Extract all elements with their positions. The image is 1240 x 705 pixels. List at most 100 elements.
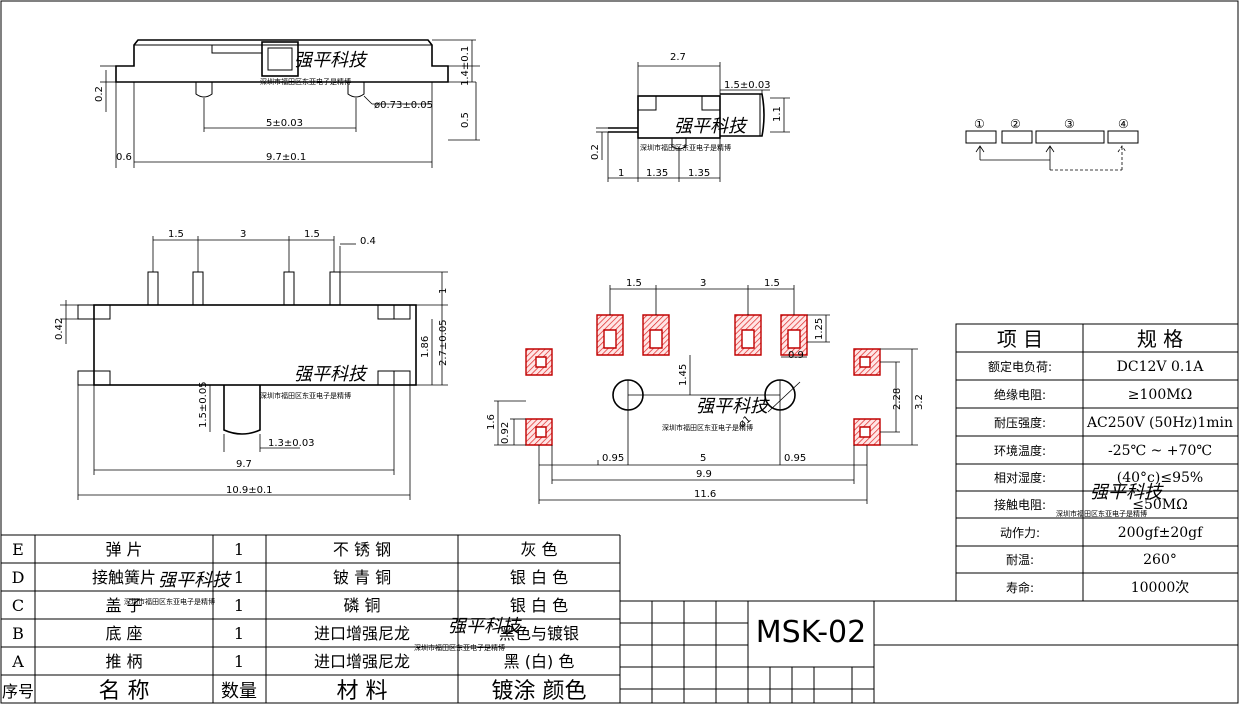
- pcb-dim-inner-h: 2.28: [892, 388, 903, 410]
- watermark: 强平科技 深圳市福田区东亚电子是精博: [260, 364, 368, 400]
- spec-label: 动作力:: [1000, 526, 1040, 540]
- spec-value: DC12V 0.1A: [1117, 359, 1205, 375]
- pcb-pad: [525, 348, 553, 376]
- watermark-tagline: 深圳市福田区东亚电子是精博: [260, 77, 351, 86]
- watermark-brand: 强平科技: [448, 616, 522, 637]
- pcb-pad: [780, 314, 808, 356]
- spec-table: 项 目 规 格 额定电负荷: DC12V 0.1A 绝缘电阻: ≥100MΩ 耐…: [955, 323, 1239, 602]
- top-dim-length: 9.7±0.1: [266, 152, 306, 163]
- top-dim-lead: 0.2: [94, 86, 105, 102]
- bom-row-material: 不 锈 钢: [333, 540, 391, 559]
- pcb-dim-edge-b: 0.95: [784, 453, 806, 464]
- bom-row-qty: 1: [234, 568, 244, 587]
- spec-label: 接触电阻:: [994, 497, 1046, 512]
- pcb-dim-pitch-c: 1.5: [764, 278, 780, 289]
- pcb-dim-edge-a: 0.95: [602, 453, 624, 464]
- side-dim-lead: 0.2: [590, 144, 601, 160]
- bom-row-finish: 灰 色: [520, 540, 557, 559]
- bom-row-finish: 黑 (白) 色: [504, 652, 575, 671]
- top-view: 1.4±0.1 0.2 0.5 ø0.73±0.05 5±0.03 0.6 9.…: [94, 39, 480, 168]
- spec-value: -25℃ ~ +70℃: [1108, 443, 1212, 459]
- front-dim-pitch-c: 1.5: [304, 229, 320, 240]
- pcb-pad: [525, 418, 553, 446]
- bom-row-id: A: [11, 652, 24, 671]
- bom-header-name: 名 称: [99, 679, 150, 704]
- top-dim-standoff: 0.5: [460, 112, 471, 128]
- watermark: 强平科技 深圳市福田区东亚电子是精博: [662, 396, 770, 432]
- spec-value: AC250V (50Hz)1min: [1086, 415, 1233, 431]
- pcb-pad: [734, 314, 762, 356]
- front-dim-pitch-b: 3: [240, 229, 246, 240]
- bom-row-name: 底 座: [105, 624, 142, 643]
- spec-header-value: 规 格: [1137, 327, 1183, 351]
- top-dim-post-dia: ø0.73±0.05: [374, 100, 433, 111]
- title-block: MSK-02: [619, 600, 1239, 704]
- bom-header-id: 序号: [2, 682, 34, 701]
- bom-row-qty: 1: [234, 624, 244, 643]
- watermarks: 强平科技 深圳市福田区东亚电子是精博 强平科技 深圳市福田区东亚电子是精博 强平…: [124, 50, 1164, 652]
- watermark-tagline: 深圳市福田区东亚电子是精博: [260, 391, 351, 400]
- bom-row-name: 接触簧片: [92, 568, 156, 587]
- spec-label: 耐压强度:: [994, 415, 1046, 430]
- pcb-layout: 1.5 3 1.5 1.25 0.9 1.45 2.28 3.2 ø1 1.6 …: [486, 278, 925, 504]
- bom-row-id: D: [12, 568, 25, 587]
- bom-row-finish: 银 白 色: [510, 568, 568, 587]
- pcb-dim-tab-h: 1.6: [486, 414, 497, 430]
- pad-group: [525, 314, 881, 446]
- front-dim-body-l: 9.7: [236, 459, 252, 470]
- part-number: MSK-02: [756, 615, 866, 650]
- bom-row-material: 进口增强尼龙: [314, 624, 410, 643]
- side-dim-actuator-h: 1.1: [772, 106, 783, 122]
- pcb-dim-hole-y: 1.45: [678, 364, 689, 386]
- front-view: 1.5 3 1.5 0.4 1 0.42 1.86 2.7±0.05 1.5±0…: [54, 229, 449, 500]
- bom-row-id: E: [12, 540, 24, 559]
- side-dim-pitch-a: 1.35: [646, 168, 668, 179]
- spec-value: 260°: [1143, 552, 1177, 568]
- front-dim-body-h: 2.7±0.05: [438, 319, 449, 366]
- bom-header-material: 材 料: [337, 679, 388, 704]
- watermark-brand: 强平科技: [674, 116, 748, 137]
- circuit-diagram: ① ② ③ ④: [965, 117, 1139, 171]
- watermark-tagline: 深圳市福田区东亚电子是精博: [662, 423, 753, 432]
- pcb-pad: [853, 418, 881, 446]
- bom-row-material: 磷 铜: [343, 596, 380, 615]
- watermark: 强平科技 深圳市福田区东亚电子是精博: [260, 50, 368, 86]
- spec-label: 额定电负荷:: [988, 359, 1052, 374]
- top-dim-height: 1.4±0.1: [460, 46, 471, 86]
- side-dim-actuator: 1.5±0.03: [724, 80, 771, 91]
- top-dim-edge: 0.6: [116, 152, 132, 163]
- spec-label: 耐温:: [1006, 553, 1034, 567]
- pcb-dim-inner-w: 9.9: [696, 469, 712, 480]
- spec-label: 寿命:: [1006, 580, 1034, 595]
- pcb-dim-pad-w: 0.9: [788, 350, 804, 361]
- bom-table: E 弹 片 1 不 锈 钢 灰 色 D 接触簧片 1 铍 青 铜 银 白 色 C…: [1, 534, 621, 704]
- pcb-dim-pitch-a: 1.5: [626, 278, 642, 289]
- bom-row-qty: 1: [234, 652, 244, 671]
- side-dim-width: 2.7: [670, 52, 686, 63]
- pcb-pad: [642, 314, 670, 356]
- watermark-tagline: 深圳市福田区东亚电子是精博: [414, 643, 505, 652]
- front-dim-pitch-a: 1.5: [168, 229, 184, 240]
- watermark-tagline: 深圳市福田区东亚电子是精博: [1056, 509, 1147, 518]
- bom-row-material: 进口增强尼龙: [314, 652, 410, 671]
- spec-value: 200gf±20gf: [1118, 525, 1204, 541]
- bom-header-qty: 数量: [221, 681, 257, 702]
- bom-row-finish: 黑色与镀银: [499, 624, 579, 643]
- circuit-pin-3: ③: [1064, 117, 1075, 131]
- spec-value: (40°c)≤95%: [1117, 470, 1203, 486]
- front-dim-inner: 1.86: [420, 336, 431, 358]
- watermark: 强平科技 深圳市福田区东亚电子是精博: [1056, 482, 1164, 518]
- watermark-brand: 强平科技: [1090, 482, 1164, 503]
- watermark: 强平科技 深圳市福田区东亚电子是精博: [640, 116, 748, 152]
- spec-label: 环境温度:: [994, 443, 1046, 458]
- watermark-brand: 强平科技: [158, 570, 232, 591]
- top-dim-post-pitch: 5±0.03: [266, 118, 303, 129]
- pcb-pad: [596, 314, 624, 356]
- bom-row-material: 铍 青 铜: [333, 568, 391, 587]
- front-dim-overall: 10.9±0.1: [226, 485, 273, 496]
- watermark: 强平科技 深圳市福田区东亚电子是精博: [414, 616, 522, 652]
- bom-row-qty: 1: [234, 596, 244, 615]
- side-dim-pitch-b: 1.35: [688, 168, 710, 179]
- pcb-dim-outer-h: 3.2: [914, 394, 925, 410]
- watermark-brand: 强平科技: [696, 396, 770, 417]
